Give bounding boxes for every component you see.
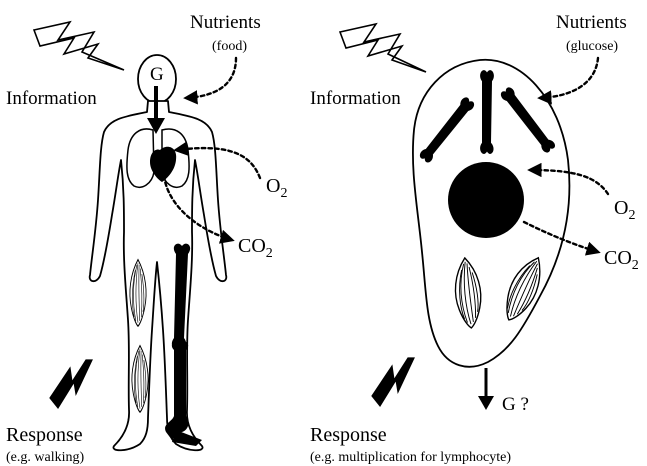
- response-label: Response: [310, 424, 387, 446]
- right-panel: Information Nutrients (glucose) O2 CO2 G…: [310, 12, 639, 465]
- g-label: G: [150, 64, 164, 85]
- co2-label: CO2: [604, 247, 639, 273]
- response-detail: (e.g. multiplication for lymphocyte): [310, 450, 511, 465]
- nutrients-label: Nutrients: [556, 12, 627, 33]
- o2-label: O2: [266, 175, 287, 201]
- lightning-bolt-icon: [372, 358, 414, 406]
- nutrients-label: Nutrients: [190, 12, 261, 33]
- lightning-bolt-icon: [340, 24, 426, 72]
- information-label: Information: [6, 88, 97, 109]
- information-label: Information: [310, 88, 401, 109]
- o2-label: O2: [614, 197, 635, 223]
- left-panel: Information: [6, 12, 287, 465]
- lightning-bolt-icon: [34, 22, 124, 70]
- nucleus-icon: [448, 162, 524, 238]
- response-detail: (e.g. walking): [6, 450, 84, 465]
- nutrients-detail: (food): [212, 39, 247, 54]
- co2-label: CO2: [238, 235, 273, 261]
- human-body-icon: [90, 55, 227, 450]
- nutrients-arrow: [186, 58, 236, 98]
- lightning-bolt-icon: [50, 360, 92, 408]
- nutrients-detail: (glucose): [566, 39, 618, 54]
- nutrients-arrow: [540, 58, 598, 98]
- response-label: Response: [6, 424, 83, 446]
- g-output-label: G ?: [502, 394, 529, 415]
